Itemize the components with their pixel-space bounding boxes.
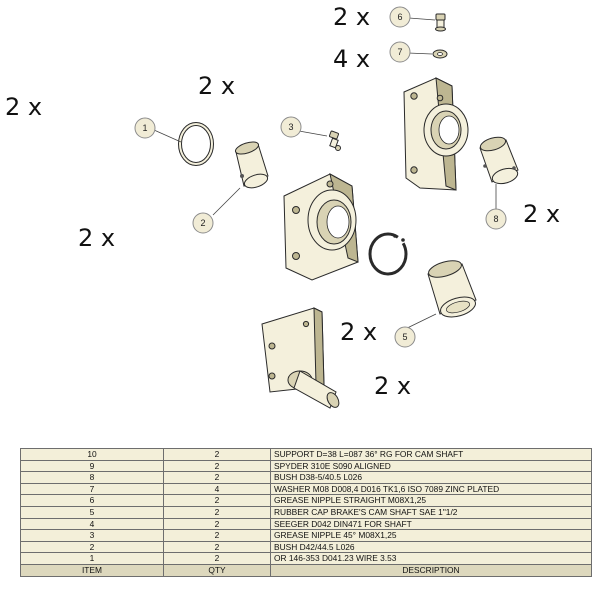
qty-label-item-1: 2 x (5, 93, 42, 121)
bom-description-cell: BUSH D38-5/40.5 L026 (270, 471, 592, 484)
svg-text:7: 7 (397, 47, 402, 57)
balloon-7: 7 (389, 41, 411, 63)
bush-left-part (234, 141, 269, 189)
bom-description-cell: OR 146-353 D041.23 WIRE 3.53 (270, 552, 592, 565)
bom-qty-cell: 2 (163, 517, 271, 531)
bom-item-cell: 3 (20, 529, 164, 542)
qty-label-item-5: 2 x (340, 318, 377, 346)
bom-item-cell: 4 (20, 517, 164, 531)
balloon-5: 5 (394, 326, 416, 348)
bom-qty-cell: 2 (163, 505, 271, 519)
bom-item-cell: 8 (20, 471, 164, 484)
bom-qty-cell: 2 (163, 529, 271, 542)
bom-qty-cell: 4 (163, 482, 271, 496)
bom-qty-cell: 2 (163, 448, 271, 461)
o-ring-part (178, 122, 214, 166)
svg-text:2: 2 (200, 218, 205, 228)
svg-text:3: 3 (288, 122, 293, 132)
svg-text:6: 6 (397, 12, 402, 22)
bom-item-cell: 2 (20, 540, 164, 554)
balloon-2: 2 (192, 212, 214, 234)
balloon-1: 1 (134, 117, 156, 139)
bom-item-cell: 5 (20, 505, 164, 519)
seeger-ring-part (368, 232, 408, 276)
balloon-8: 8 (485, 208, 507, 230)
rubber-cap-part (427, 260, 477, 318)
bom-description-cell: BUSH D42/44.5 L026 (270, 540, 592, 554)
bom-qty-cell: 2 (163, 471, 271, 484)
bom-item-cell: 9 (20, 459, 164, 473)
bom-description-cell: SUPPORT D=38 L=087 36° RG FOR CAM SHAFT (270, 448, 592, 461)
balloon-6: 6 (389, 6, 411, 28)
qty-label-item-8: 2 x (523, 200, 560, 228)
qty-label-item-2: 2 x (78, 224, 115, 252)
spyder-flange-center-part (283, 173, 359, 281)
bom-header-item: ITEM (20, 563, 164, 577)
support-cam-shaft-part (261, 307, 340, 409)
bom-description-cell: SPYDER 310E S090 ALIGNED (270, 459, 592, 473)
bush-right-part (479, 136, 519, 185)
bom-qty-cell: 2 (163, 540, 271, 554)
bom-header-description: DESCRIPTION (270, 563, 592, 577)
svg-text:8: 8 (493, 214, 498, 224)
bom-qty-cell: 2 (163, 552, 271, 565)
bom-item-cell: 7 (20, 482, 164, 496)
bom-item-cell: 6 (20, 494, 164, 507)
bom-description-cell: GREASE NIPPLE 45° M08X1,25 (270, 529, 592, 542)
bom-item-cell: 1 (20, 552, 164, 565)
bom-qty-cell: 2 (163, 494, 271, 507)
bom-item-cell: 10 (20, 448, 164, 461)
bom-description-cell: WASHER M08 D008,4 D016 TK1,6 ISO 7089 ZI… (270, 482, 592, 496)
qty-label-item-6: 2 x (333, 3, 370, 31)
qty-label-item-9: 2 x (198, 72, 235, 100)
spyder-flange-right-part (403, 77, 469, 191)
bom-description-cell: GREASE NIPPLE STRAIGHT M08X1,25 (270, 494, 592, 507)
bom-qty-cell: 2 (163, 459, 271, 473)
svg-text:1: 1 (142, 123, 147, 133)
qty-label-item-10: 2 x (374, 372, 411, 400)
svg-text:5: 5 (402, 332, 407, 342)
washer-part (432, 49, 448, 59)
bom-description-cell: SEEGER D042 DIN471 FOR SHAFT (270, 517, 592, 531)
grease-nipple-straight-part (435, 13, 446, 32)
bom-header-qty: QTY (163, 563, 271, 577)
grease-nipple-45-part (328, 130, 341, 151)
qty-label-item-7: 4 x (333, 45, 370, 73)
bom-description-cell: RUBBER CAP BRAKE'S CAM SHAFT SAE 1"1/2 (270, 505, 592, 519)
exploded-assembly-diagram: 2 x 4 x 2 x 2 x 2 x 2 x 2 x 2 x (5, 3, 560, 409)
balloon-3: 3 (280, 116, 302, 138)
